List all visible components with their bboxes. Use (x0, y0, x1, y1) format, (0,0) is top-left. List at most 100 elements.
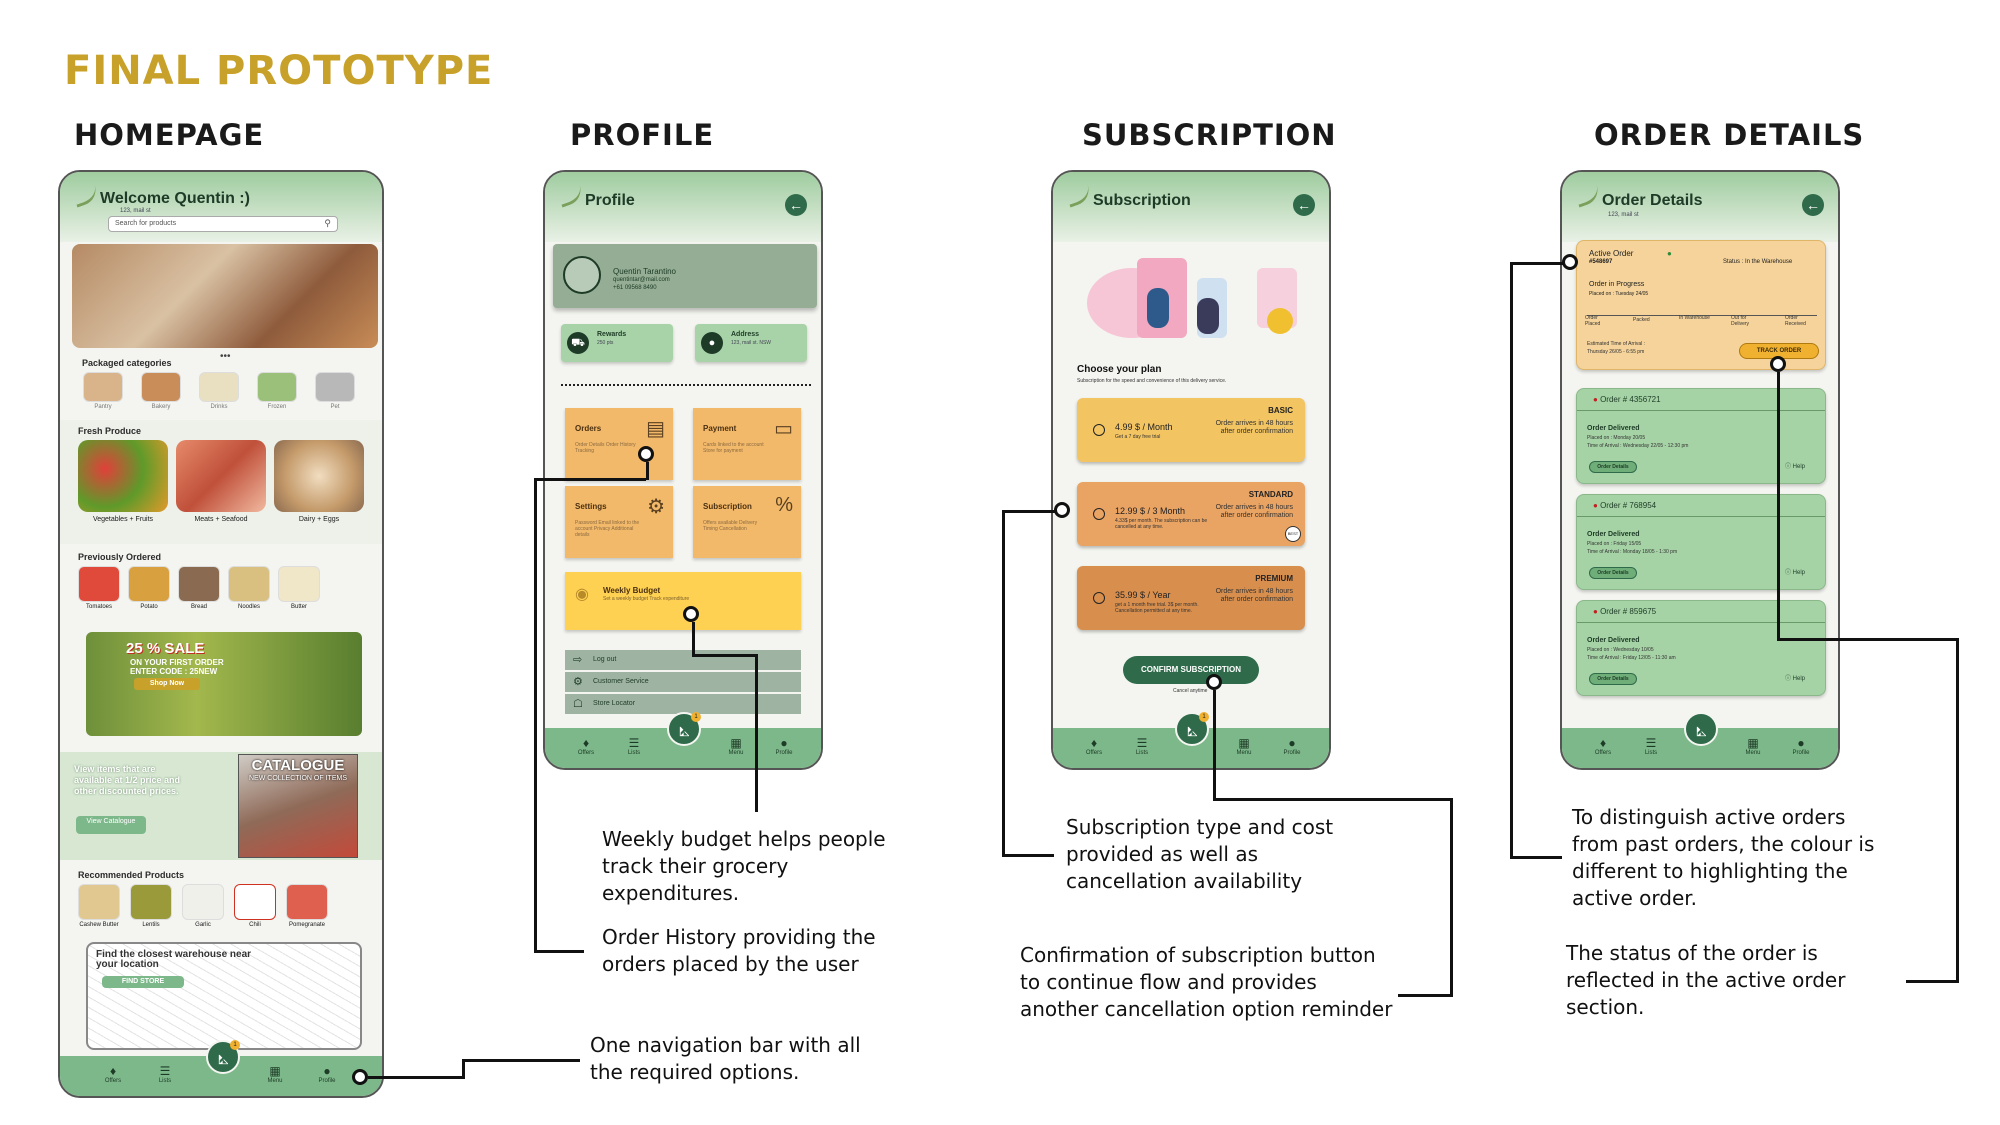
previous-item[interactable]: Bread (178, 566, 220, 610)
help-link[interactable]: ⓘ Help (1785, 567, 1805, 576)
connector-line (534, 478, 537, 952)
orders-tile[interactable]: Orders Order Details Order History Track… (565, 408, 673, 480)
nav-menu[interactable]: ▦Menu (719, 736, 753, 756)
connector-line (1510, 262, 1564, 265)
plan-radio[interactable] (1093, 424, 1105, 436)
section-title-order-details: ORDER DETAILS (1594, 118, 1865, 152)
category-drinks[interactable]: Drinks (198, 372, 240, 410)
previous-item[interactable]: Tomatoes (78, 566, 120, 610)
order-details-button[interactable]: Order Details (1589, 567, 1637, 579)
order-number: Order # 4356721 (1600, 395, 1661, 404)
search-icon[interactable]: ⚲ (324, 218, 331, 228)
shop-now-button[interactable]: Shop Now (134, 678, 200, 690)
recommended-item[interactable]: Chili (234, 884, 276, 928)
search-input[interactable]: Search for products ⚲ (108, 216, 338, 232)
view-catalogue-button[interactable]: View Catalogue (76, 816, 146, 834)
connector-line (1777, 638, 1959, 641)
nav-label: Offers (1594, 750, 1612, 756)
plan-radio[interactable] (1093, 592, 1105, 604)
profile-card[interactable]: Quentin Tarantino quentintar@mail.com +6… (553, 244, 817, 308)
past-order-card[interactable]: ● Order # 4356721 Order Delivered Placed… (1576, 388, 1826, 484)
subscription-tile[interactable]: Subscription Offers available Delivery T… (693, 486, 801, 558)
find-store-button[interactable]: FIND STORE (102, 976, 184, 988)
back-arrow-icon[interactable]: ← (1802, 194, 1824, 216)
nav-profile[interactable]: ●Profile (1275, 736, 1309, 756)
help-link[interactable]: ⓘ Help (1785, 461, 1805, 470)
recommended-item[interactable]: Pomegranate (286, 884, 328, 928)
back-arrow-icon[interactable]: ← (1293, 194, 1315, 216)
nav-lists[interactable]: ☰Lists (617, 736, 651, 756)
weekly-budget-card[interactable]: ◉ Weekly Budget Set a weekly budget Trac… (565, 572, 801, 630)
cart-button[interactable]: ⛡1 (206, 1040, 240, 1074)
piggy-bank-icon: ◉ (575, 586, 589, 603)
offers-icon: ♦ (109, 1064, 117, 1078)
subscription-illustration (1077, 248, 1307, 352)
nav-label: Lists (1644, 750, 1658, 756)
plan-delivery: Order arrives in 48 hours after order co… (1215, 420, 1293, 435)
recommended-item[interactable]: Lentils (130, 884, 172, 928)
nav-offers[interactable]: ♦Offers (1586, 736, 1620, 756)
order-details-button[interactable]: Order Details (1589, 461, 1637, 473)
avatar (563, 256, 601, 294)
fresh-vegetables-fruits[interactable]: Vegetables + Fruits (78, 440, 168, 523)
logout-row[interactable]: ⇨Log out (565, 650, 801, 670)
nav-lists[interactable]: ☰Lists (148, 1064, 182, 1084)
active-order-card[interactable]: Active Order ● #548697 Status : In the W… (1576, 240, 1826, 370)
cart-button[interactable]: ⛡1 (1175, 712, 1209, 746)
nav-profile[interactable]: ●Profile (1784, 736, 1818, 756)
back-arrow-icon[interactable]: ← (785, 194, 807, 216)
plan-standard[interactable]: 12.99 $ / 3 Month 4.33$ per month. The s… (1077, 482, 1305, 546)
tile-title: Payment (703, 424, 737, 433)
callout-marker (352, 1069, 368, 1085)
hero-banner[interactable] (72, 244, 378, 348)
rewards-card[interactable]: ⛟ Rewards 250 pts (561, 324, 673, 362)
warehouse-map[interactable]: Find the closest warehouse near your loc… (86, 942, 362, 1050)
previous-item[interactable]: Potato (128, 566, 170, 610)
plan-basic[interactable]: 4.99 $ / Month Get a 7 day free trial BA… (1077, 398, 1305, 462)
past-order-card[interactable]: ● Order # 859675 Order Delivered Placed … (1576, 600, 1826, 696)
past-order-card[interactable]: ● Order # 768954 Order Delivered Placed … (1576, 494, 1826, 590)
recommended-item[interactable]: Cashew Butter (78, 884, 120, 928)
carousel-dots[interactable]: ••• (220, 351, 231, 362)
fresh-meats-seafood[interactable]: Meats + Seafood (176, 440, 266, 523)
nav-offers[interactable]: ♦Offers (569, 736, 603, 756)
profile-icon: ● (1288, 736, 1296, 750)
nav-lists[interactable]: ☰Lists (1125, 736, 1159, 756)
previous-item[interactable]: Noodles (228, 566, 270, 610)
plan-price: 12.99 $ / 3 Month (1115, 506, 1186, 516)
category-frozen[interactable]: Frozen (256, 372, 298, 410)
nav-menu[interactable]: ▦Menu (1736, 736, 1770, 756)
store-locator-row[interactable]: ☖Store Locator (565, 694, 801, 714)
category-label: Drinks (210, 404, 228, 410)
catalogue-image[interactable]: CATALOGUE NEW COLLECTION OF ITEMS (238, 754, 358, 858)
cart-button[interactable]: ⛡ (1684, 712, 1718, 746)
nav-menu[interactable]: ▦Menu (1227, 736, 1261, 756)
category-bakery[interactable]: Bakery (140, 372, 182, 410)
settings-tile[interactable]: Settings Password Email linked to the ac… (565, 486, 673, 558)
category-pantry[interactable]: Pantry (82, 372, 124, 410)
previous-item[interactable]: Butter (278, 566, 320, 610)
nav-profile[interactable]: ●Profile (767, 736, 801, 756)
nav-offers[interactable]: ♦Offers (96, 1064, 130, 1084)
profile-title: Profile (585, 192, 635, 209)
connector-line (1956, 638, 1959, 982)
payment-tile[interactable]: Payment Cards linked to the account Stor… (693, 408, 801, 480)
nav-offers[interactable]: ♦Offers (1077, 736, 1111, 756)
order-details-button[interactable]: Order Details (1589, 673, 1637, 685)
plan-radio[interactable] (1093, 508, 1105, 520)
help-link[interactable]: ⓘ Help (1785, 673, 1805, 682)
recommended-item[interactable]: Garlic (182, 884, 224, 928)
category-pet[interactable]: Pet (314, 372, 356, 410)
customer-service-row[interactable]: ⚙Customer Service (565, 672, 801, 692)
nav-menu[interactable]: ▦Menu (258, 1064, 292, 1084)
nav-profile[interactable]: ●Profile (310, 1064, 344, 1084)
confirm-subscription-button[interactable]: CONFIRM SUBSCRIPTION (1123, 656, 1259, 684)
budget-title: Weekly Budget (603, 586, 661, 595)
nav-lists[interactable]: ☰Lists (1634, 736, 1668, 756)
nav-label: Offers (577, 750, 595, 756)
address-card[interactable]: ● Address 123, mail st. NSW (695, 324, 807, 362)
plan-premium[interactable]: 35.99 $ / Year get a 1 month free trial.… (1077, 566, 1305, 630)
cart-button[interactable]: ⛡1 (667, 712, 701, 746)
fresh-dairy-eggs[interactable]: Dairy + Eggs (274, 440, 364, 523)
sale-promo-banner[interactable]: 25 % SALE ON YOUR FIRST ORDER ENTER CODE… (86, 632, 362, 736)
